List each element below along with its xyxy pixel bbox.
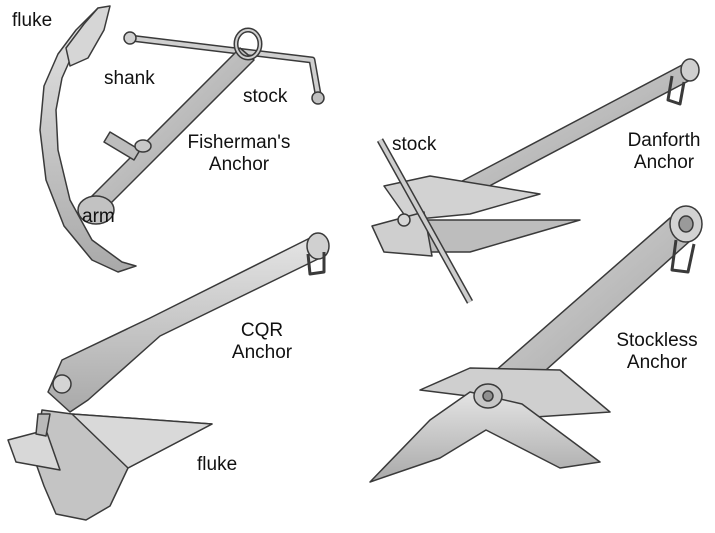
fisherman-anchor-title-line2: Anchor [183,154,295,176]
fisherman-anchor-title-line1: Fisherman's [183,132,295,154]
danforth-anchor-title-line2: Anchor [614,152,714,174]
danforth-anchor-title: Danforth Anchor [614,130,714,174]
fisherman-shank-label: shank [104,68,155,90]
fisherman-stock-label: stock [243,86,287,108]
danforth-stock-label: stock [392,134,436,156]
stockless-anchor-title-line2: Anchor [600,352,714,374]
fisherman-arm-label: arm [82,206,115,228]
stockless-anchor-title-line1: Stockless [600,330,714,352]
cqr-anchor-title-line1: CQR [214,320,310,342]
cqr-fluke-label: fluke [197,454,237,476]
fisherman-fluke-label: fluke [12,10,52,32]
fisherman-shank [90,30,260,210]
stockless-flukes [370,368,610,482]
cqr-anchor-drawing [8,233,329,520]
cqr-plow-fluke [8,410,212,520]
fisherman-anchor-title: Fisherman's Anchor [183,132,295,176]
cqr-anchor-title: CQR Anchor [214,320,310,364]
danforth-anchor-title-line1: Danforth [614,130,714,152]
stockless-anchor-title: Stockless Anchor [600,330,714,374]
cqr-anchor-title-line2: Anchor [214,342,310,364]
